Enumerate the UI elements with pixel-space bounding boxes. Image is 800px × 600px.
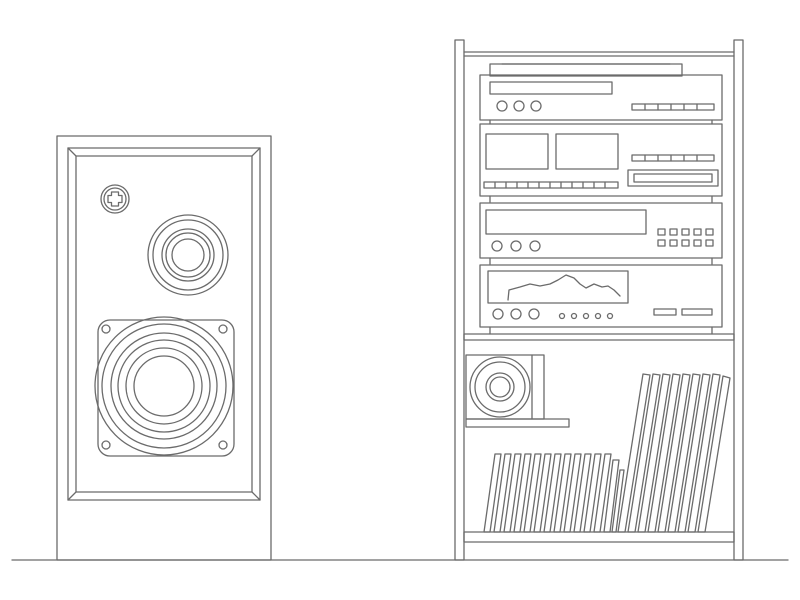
cassette-window xyxy=(486,134,548,169)
amplifier xyxy=(480,265,722,334)
woofer-driver xyxy=(95,317,234,456)
vinyl-record-icon xyxy=(470,357,530,417)
record-sleeve xyxy=(612,470,624,532)
record-sleeve xyxy=(584,454,601,532)
record-sleeves-leaning xyxy=(618,374,730,532)
record-sleeve xyxy=(594,454,611,532)
turntable xyxy=(480,64,722,124)
rack-bottom-shelf xyxy=(464,532,734,542)
speaker-front-inner xyxy=(76,156,252,492)
record-sleeve xyxy=(604,460,619,532)
speaker-body xyxy=(57,136,271,560)
rack-post-right xyxy=(734,40,743,560)
rack-post-left xyxy=(455,40,464,560)
record-crate-front xyxy=(466,355,569,427)
woofer-screw xyxy=(102,325,110,333)
tuner-display xyxy=(486,210,646,234)
record-sleeve xyxy=(628,374,660,532)
record-sleeve xyxy=(658,374,690,532)
woofer-screw xyxy=(102,441,110,449)
turntable-knob xyxy=(497,101,507,111)
tuner-knob xyxy=(530,241,540,251)
speaker-cabinet xyxy=(57,136,271,560)
woofer-mount-plate xyxy=(98,320,234,456)
tuner xyxy=(480,203,722,264)
spectrum-display xyxy=(488,271,628,303)
spectrum-wave xyxy=(508,275,620,300)
woofer-screw xyxy=(219,325,227,333)
stereo-rack xyxy=(455,40,743,560)
tuner-knob xyxy=(511,241,521,251)
woofer-screw xyxy=(219,441,227,449)
amp-knob xyxy=(529,309,539,319)
turntable-knob xyxy=(514,101,524,111)
record-sleeve xyxy=(554,454,571,532)
record-sleeve xyxy=(544,454,561,532)
record-sleeve xyxy=(668,374,700,532)
rack-middle-shelf xyxy=(464,334,734,340)
turntable-knob xyxy=(531,101,541,111)
speaker-logo-icon xyxy=(101,185,129,213)
record-sleeve xyxy=(648,374,680,532)
record-sleeve xyxy=(688,374,720,532)
speaker-front-outer xyxy=(68,148,260,500)
record-sleeve xyxy=(504,454,521,532)
record-sleeves-upright xyxy=(484,454,624,532)
record-sleeve xyxy=(618,374,650,532)
record-sleeve xyxy=(574,454,591,532)
record-sleeve xyxy=(524,454,541,532)
tweeter-driver xyxy=(148,215,228,295)
record-sleeve xyxy=(698,376,730,532)
record-sleeve xyxy=(514,454,531,532)
record-sleeve xyxy=(678,374,710,532)
record-sleeve xyxy=(534,454,551,532)
record-sleeve xyxy=(638,374,670,532)
record-sleeve xyxy=(564,454,581,532)
amp-knob xyxy=(511,309,521,319)
tuner-keypad xyxy=(658,229,713,246)
record-sleeve xyxy=(484,454,501,532)
cassette-window xyxy=(556,134,618,169)
cassette-deck xyxy=(480,124,722,202)
tuner-knob xyxy=(492,241,502,251)
amp-knob xyxy=(493,309,503,319)
record-sleeve xyxy=(494,454,511,532)
